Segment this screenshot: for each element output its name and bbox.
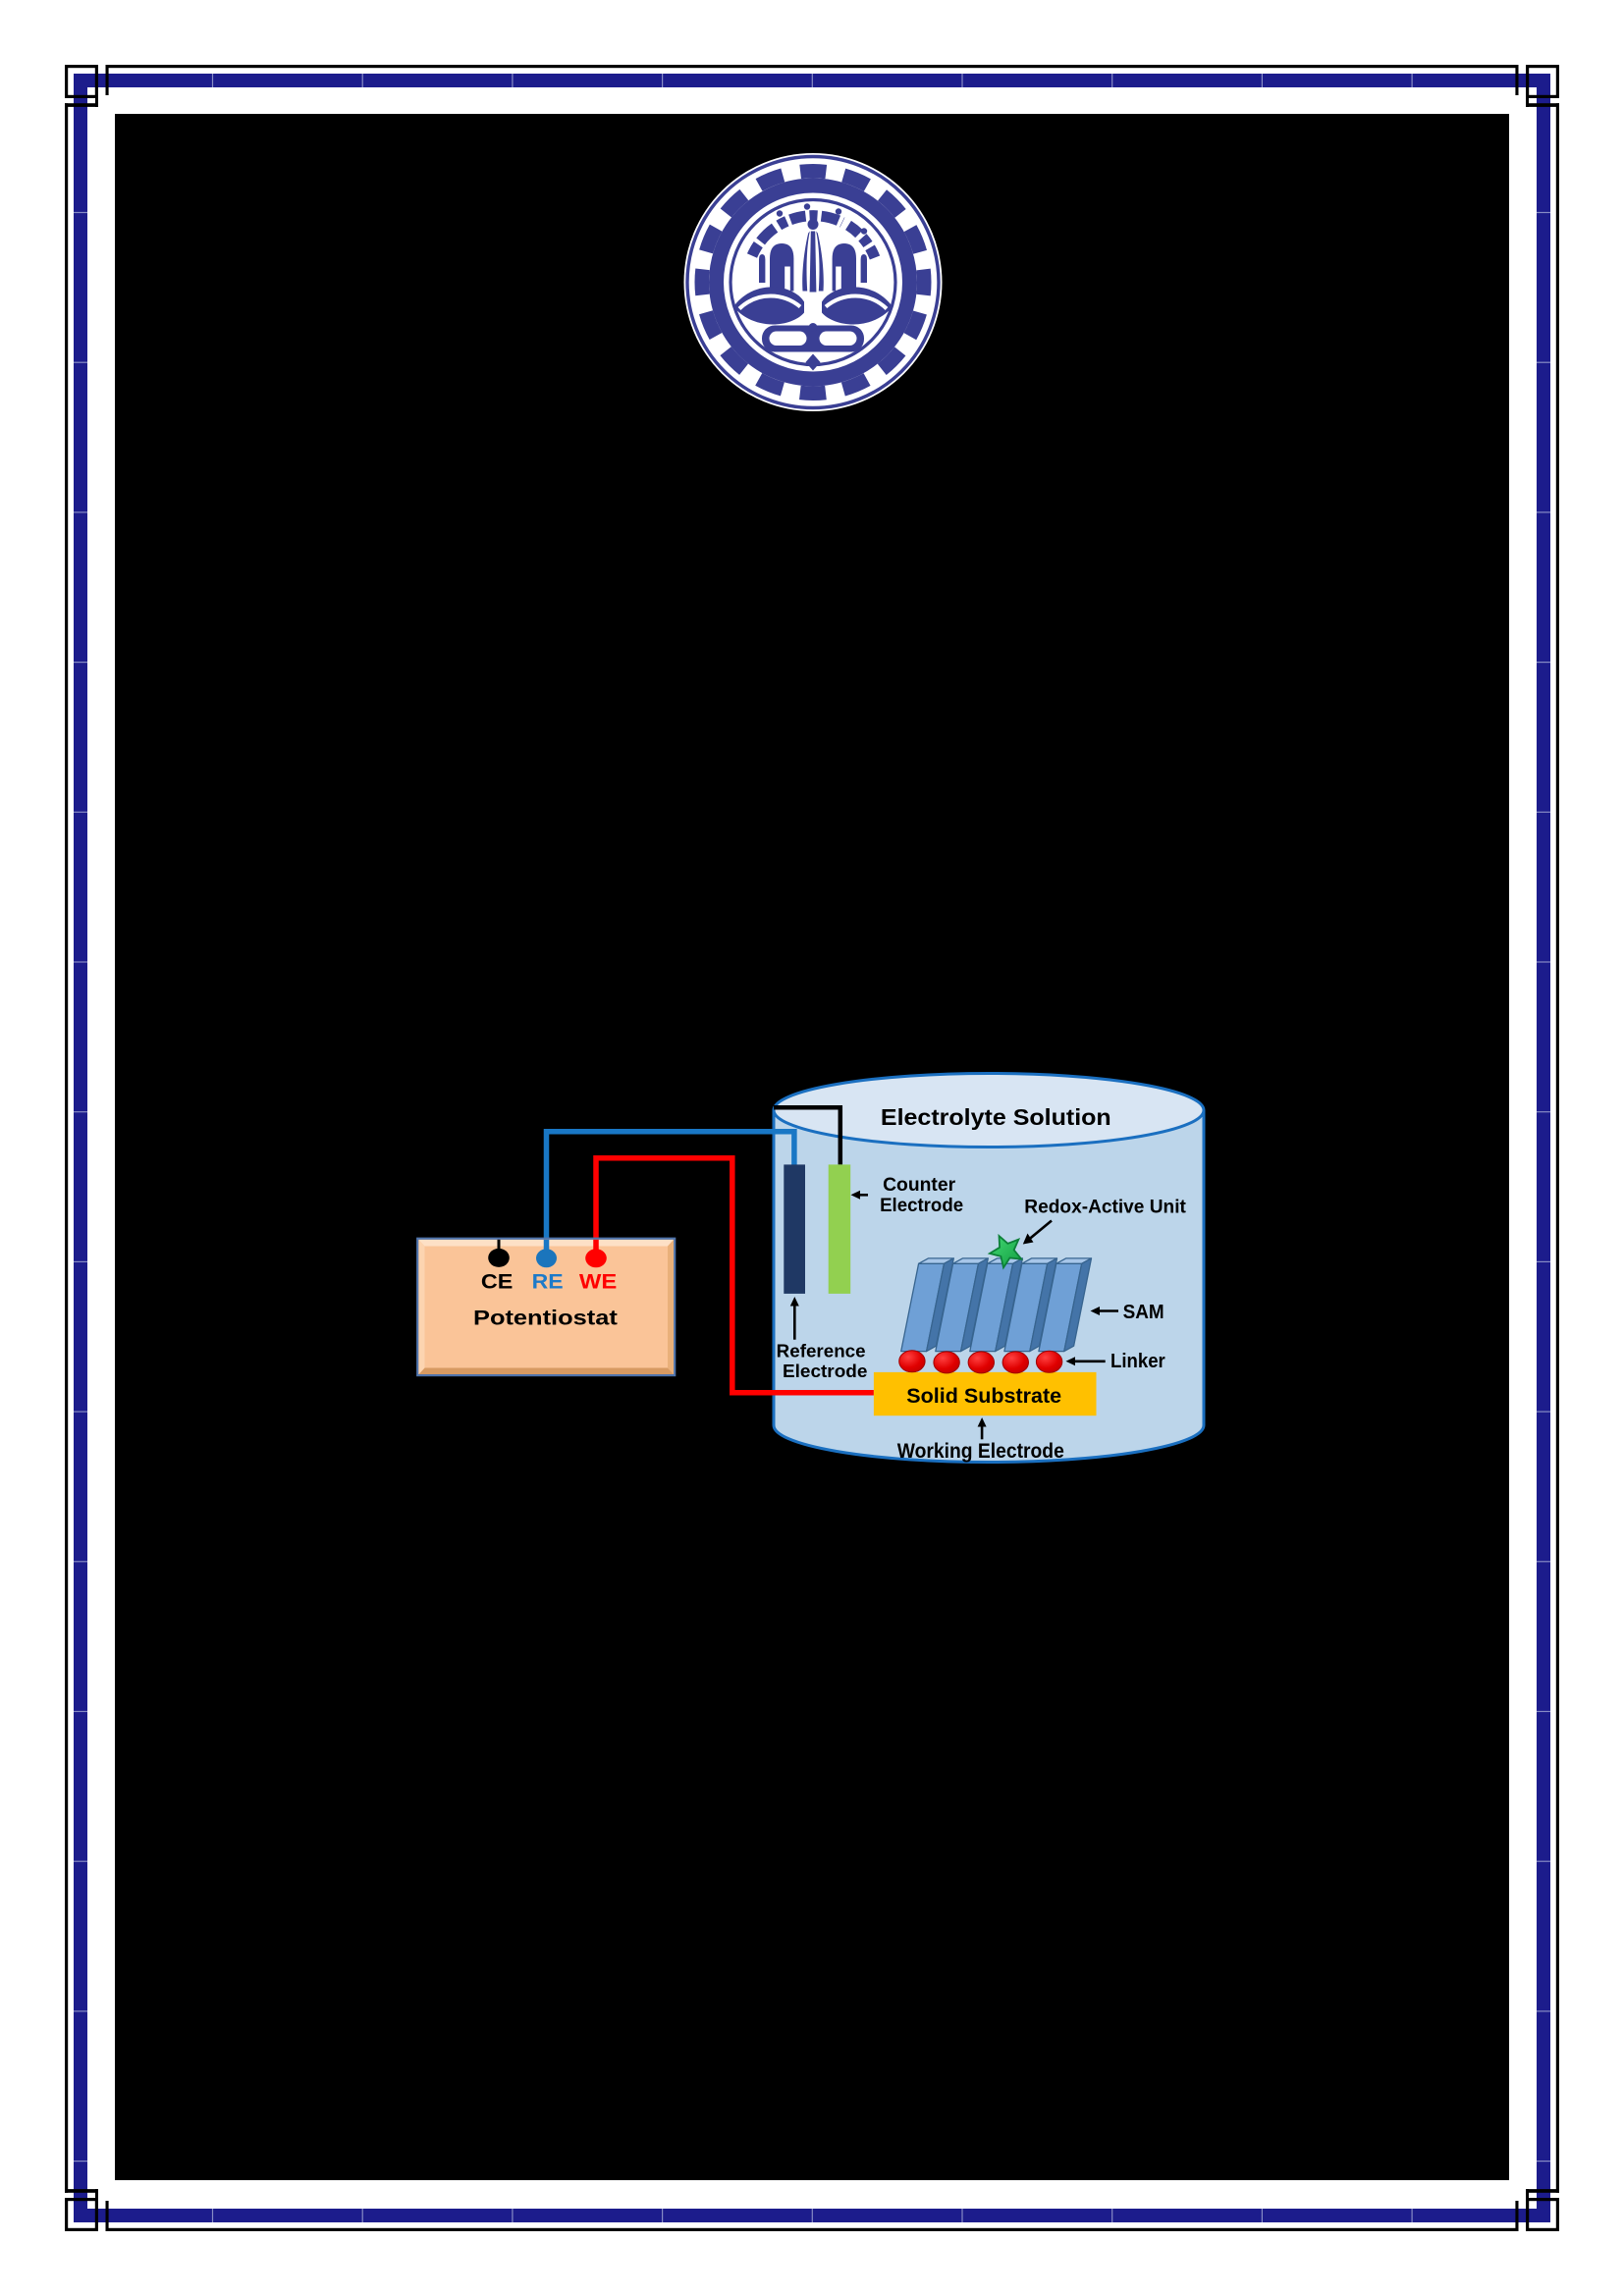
svg-text:SAM: SAM: [1123, 1301, 1164, 1323]
svg-text:Redox-Active Unit: Redox-Active Unit: [1024, 1197, 1186, 1218]
svg-text:Counter: Counter: [883, 1174, 955, 1196]
svg-text:Working Electrode: Working Electrode: [897, 1439, 1064, 1463]
svg-text:Electrode: Electrode: [880, 1195, 963, 1216]
svg-text:Electrolyte Solution: Electrolyte Solution: [881, 1104, 1111, 1130]
svg-text:RE: RE: [532, 1270, 564, 1294]
svg-text:CE: CE: [481, 1270, 514, 1294]
svg-text:Potentiostat: Potentiostat: [473, 1307, 618, 1330]
svg-text:WE: WE: [579, 1270, 617, 1294]
svg-text:Linker: Linker: [1110, 1351, 1165, 1372]
svg-text:Reference: Reference: [777, 1342, 866, 1362]
svg-text:Solid Substrate: Solid Substrate: [906, 1385, 1061, 1408]
svg-text:Electrode: Electrode: [783, 1362, 867, 1381]
